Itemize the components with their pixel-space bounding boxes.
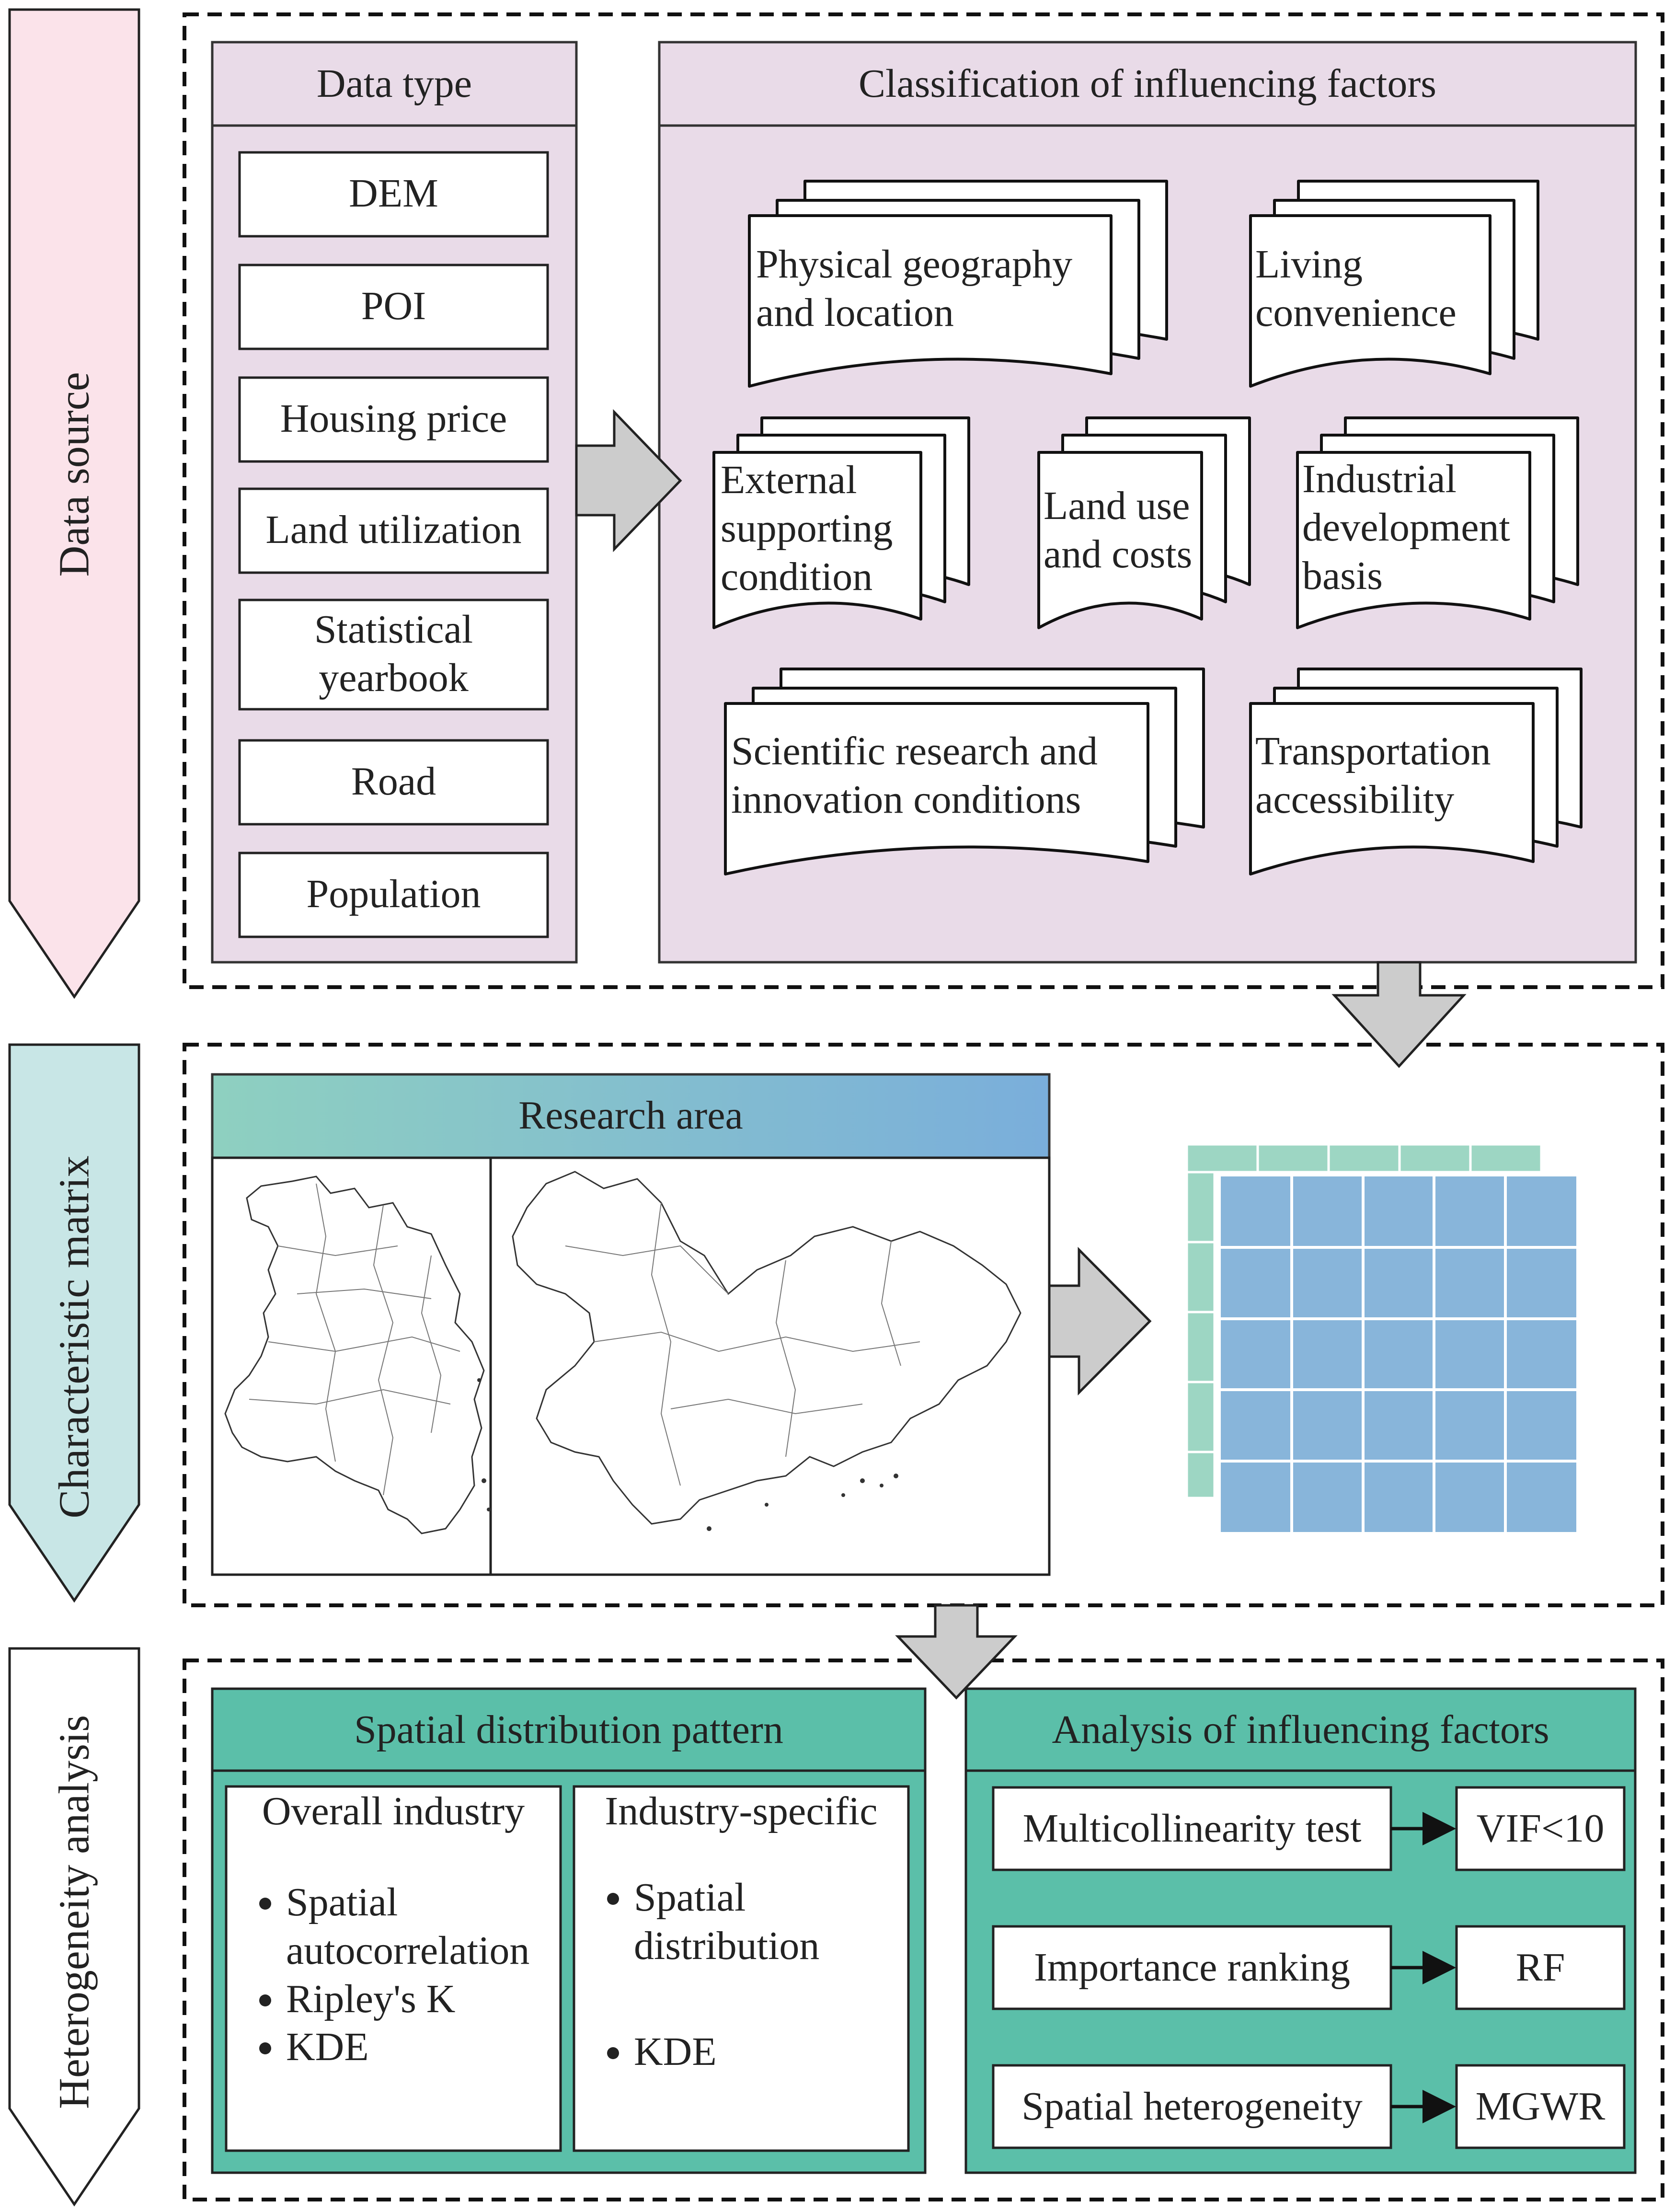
data-item-population: Population: [306, 872, 481, 916]
data-source-stage-arrow: [8, 8, 140, 999]
heterogeneity-stage-arrow: [8, 1647, 140, 2207]
data-item-statistical-yearbook: Statistical yearbook: [314, 607, 473, 700]
overall-item: KDE: [286, 2023, 554, 2072]
classification-title: Classification of influencing factors: [859, 61, 1436, 106]
arrow-matrix-to-analysis: [895, 1604, 1018, 1700]
method-rf: RF: [1515, 1945, 1565, 1990]
arrow-map-to-matrix: [1045, 1246, 1152, 1396]
data-item-dem: DEM: [349, 171, 438, 216]
step-multicollinearity: Multicollinearity test: [1022, 1806, 1362, 1851]
research-area-map-left: [224, 1175, 485, 1534]
data-item-box: [238, 151, 549, 238]
spatial-pattern-title: Spatial distribution pattern: [354, 1707, 783, 1752]
industry-specific-box: [573, 1785, 910, 2152]
data-item-box: [238, 739, 549, 826]
factor-physical-geography: Physical geography and location: [756, 242, 1073, 335]
characteristic-matrix-back-layer: [1185, 1143, 1543, 1499]
arrow-factors-to-matrix: [1331, 961, 1467, 1068]
factor-doc-land-use: [1037, 416, 1251, 629]
data-item-housing-price: Housing price: [280, 396, 507, 441]
multicollinearity-box: [992, 1786, 1392, 1871]
spatial-heterogeneity-box: [992, 2064, 1392, 2149]
step-importance-ranking: Importance ranking: [1033, 1945, 1351, 1990]
data-item-box: [238, 264, 549, 350]
characteristic-matrix-grid: [1221, 1176, 1576, 1532]
characteristic-matrix-front-layer: [1221, 1176, 1576, 1532]
factor-doc-living-convenience: [1249, 180, 1539, 388]
overall-industry-list: Spatial autocorrelation Ripley's K KDE: [226, 1878, 554, 2072]
research-area-map-right: [512, 1171, 1021, 1525]
stage-label-heterogeneity-analysis: Heterogeneity analysis: [50, 1715, 98, 2109]
data-item-land-utilization: Land utilization: [265, 507, 522, 552]
stage-label-data-source: Data source: [50, 372, 98, 577]
step-spatial-heterogeneity: Spatial heterogeneity: [1021, 2084, 1363, 2129]
method-mgwr: MGWR: [1475, 2084, 1606, 2129]
influencing-analysis-title: Analysis of influencing factors: [1052, 1707, 1549, 1752]
factor-industrial-basis: Industrial development basis: [1302, 457, 1510, 598]
data-item-road: Road: [351, 759, 436, 804]
data-item-poi: POI: [361, 284, 426, 328]
data-item-box: [238, 376, 549, 463]
specific-item: Spatial distribution: [634, 1874, 864, 1970]
research-area-header: [211, 1073, 1051, 1159]
data-type-title: Data type: [316, 61, 472, 106]
coastal-islands: [477, 1378, 898, 1531]
factor-scientific-research: Scientific research and innovation condi…: [731, 729, 1098, 822]
arrow-data-to-factors: [575, 409, 682, 553]
overall-industry-box: [225, 1785, 562, 2152]
factor-doc-industrial-basis: [1296, 416, 1579, 629]
industry-specific-list: Spatial distribution KDE: [574, 1874, 864, 2076]
industry-specific-title: Industry-specific: [605, 1789, 878, 1833]
overall-industry-title: Overall industry: [262, 1789, 525, 1833]
factor-doc-scientific-research: [724, 668, 1205, 876]
factor-doc-external-supporting: [712, 416, 970, 629]
factor-living-convenience: Living convenience: [1255, 242, 1457, 335]
factor-doc-physical-geography: [748, 180, 1168, 388]
specific-item: KDE: [634, 2028, 864, 2076]
rf-box: [1455, 1925, 1626, 2010]
vif-box: [1455, 1786, 1626, 1871]
factor-transportation: Transportation accessibility: [1255, 729, 1491, 822]
data-item-box: [238, 599, 549, 711]
mgwr-box: [1455, 2064, 1626, 2149]
data-item-box: [238, 487, 549, 574]
overall-item: Spatial autocorrelation: [286, 1878, 554, 1975]
factor-external-supporting: External supporting condition: [721, 458, 893, 599]
characteristic-matrix-frame: [183, 1043, 1664, 1607]
factor-doc-transportation: [1249, 668, 1583, 876]
importance-box: [992, 1925, 1392, 2010]
research-area-title: Research area: [518, 1093, 743, 1138]
stage-label-characteristic-matrix: Characteristic matrix: [50, 1155, 98, 1519]
data-source-frame: [183, 12, 1664, 989]
overall-item: Ripley's K: [286, 1975, 554, 2024]
research-area-panel: [211, 1156, 1051, 1576]
factor-land-use-costs: Land use and costs: [1044, 484, 1193, 576]
method-vif: VIF<10: [1476, 1806, 1605, 1851]
characteristic-matrix-stage-arrow: [8, 1043, 140, 1603]
data-item-box: [238, 852, 549, 938]
